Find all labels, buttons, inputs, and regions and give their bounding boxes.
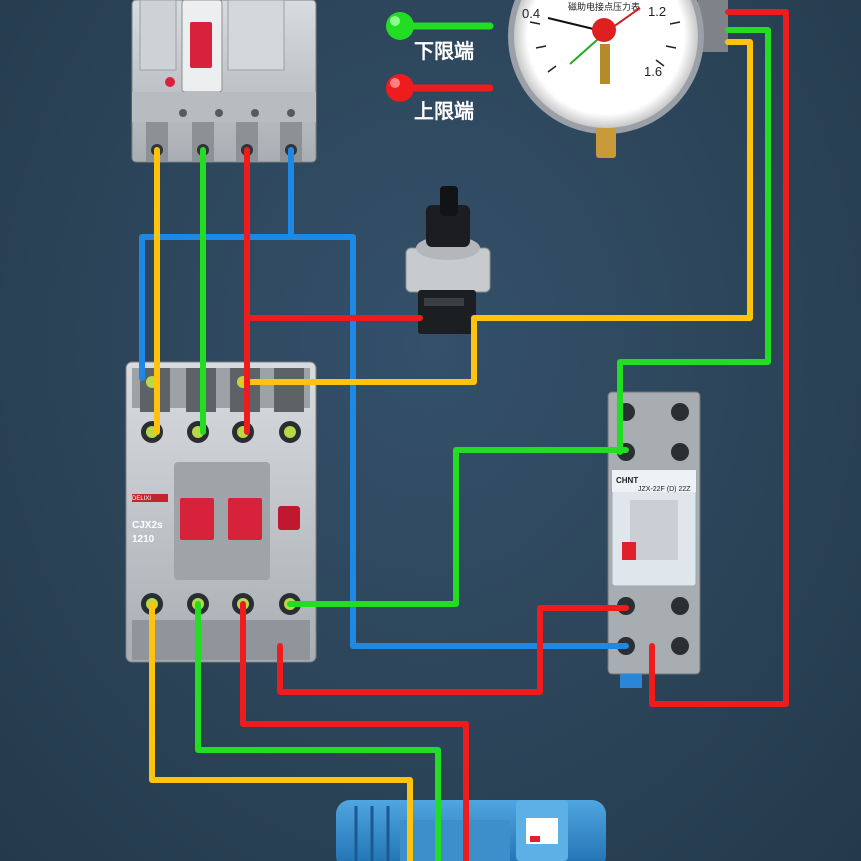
legend: 下限端 上限端 [386, 12, 494, 123]
selector-knob[interactable] [440, 186, 458, 216]
relay-indicator [622, 542, 636, 560]
gauge-label-1-6: 1.6 [644, 64, 662, 79]
legend-item-upper-limit: 上限端 [386, 74, 494, 123]
contactor-rating: 1210 [132, 534, 155, 545]
contactor-model: CJX2s [132, 520, 163, 531]
wire-yellow-motor [149, 601, 413, 861]
selector-switch[interactable] [405, 186, 491, 334]
legend-item-lower-limit: 下限端 [386, 12, 494, 63]
contactor-test-button[interactable] [180, 498, 214, 540]
wire-green-relay [287, 447, 629, 607]
wire-green-motor [195, 601, 441, 861]
contactor-brand: DELIXI [132, 496, 151, 502]
gauge-label-0-4: 0.4 [522, 6, 540, 21]
circuit-breaker [131, 0, 317, 163]
legend-label-lower-limit: 下限端 [414, 39, 474, 63]
legend-label-upper-limit: 上限端 [414, 99, 474, 123]
gauge-fitting [596, 128, 616, 158]
wire-red-motor [240, 601, 469, 861]
intermediate-relay: CHNT JZX-22F (D) 22Z [607, 391, 701, 688]
breaker-handle[interactable] [190, 22, 212, 68]
wires [139, 9, 789, 861]
wire-red-upper-limit [649, 9, 789, 707]
gauge-title: 磁助电接点压力表 [568, 1, 640, 12]
relay-model: JZX-22F (D) 22Z [638, 486, 691, 493]
wire-green-lower-limit [617, 27, 771, 455]
wire-blue-l3 [139, 147, 294, 381]
contactor: DELIXI CJX2s 1210 [125, 361, 317, 663]
wire-red-relay [277, 605, 629, 695]
gauge-label-1-2: 1.2 [648, 4, 666, 19]
relay-brand: CHNT [616, 476, 638, 485]
wire-blue-coil [288, 234, 629, 649]
gauge-hub [592, 18, 616, 42]
wire-yellow-gauge-common [240, 39, 753, 385]
pressure-gauge: 0.4 1.2 1.6 磁助电接点压力表 [508, 0, 728, 158]
motor [336, 800, 606, 861]
